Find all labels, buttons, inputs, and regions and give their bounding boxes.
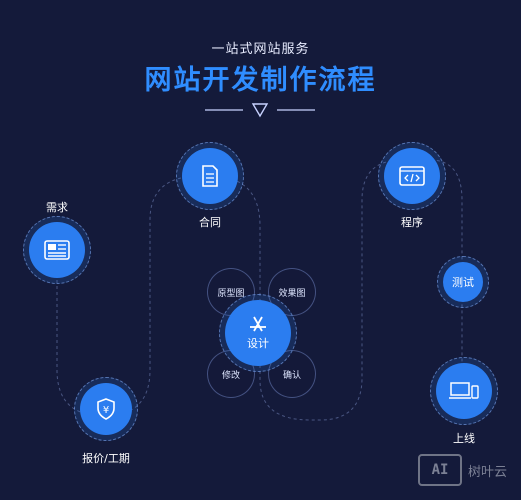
document-icon — [202, 165, 218, 187]
shield-yen-icon: ¥ — [97, 398, 115, 420]
quote-label: 报价/工期 — [82, 452, 130, 465]
design-node: 设计 — [219, 294, 297, 372]
app-store-icon — [250, 316, 266, 332]
header-divider-arrow-icon — [251, 103, 269, 118]
test-node: 测试 — [437, 256, 489, 308]
svg-text:¥: ¥ — [103, 405, 109, 416]
devices-icon — [449, 382, 479, 399]
contract-label: 合同 — [199, 216, 221, 229]
online-node — [430, 357, 498, 425]
page-title: 网站开发制作流程 — [144, 65, 377, 96]
brand-name: 树叶云 — [468, 464, 508, 480]
contract-node — [176, 142, 244, 210]
demand-label: 需求 — [46, 201, 68, 214]
online-label: 上线 — [453, 432, 475, 445]
program-node — [378, 142, 446, 210]
brand-badge: AI — [418, 454, 462, 486]
newspaper-icon — [44, 240, 70, 260]
test-label: 测试 — [452, 276, 474, 289]
quote-node: ¥ — [74, 377, 138, 441]
design-label: 设计 — [247, 337, 269, 350]
demand-node — [23, 216, 91, 284]
page-subtitle: 一站式网站服务 — [211, 42, 310, 57]
code-window-icon — [399, 166, 425, 186]
program-label: 程序 — [401, 216, 423, 229]
brand-watermark: AI 树叶云 — [418, 454, 507, 486]
